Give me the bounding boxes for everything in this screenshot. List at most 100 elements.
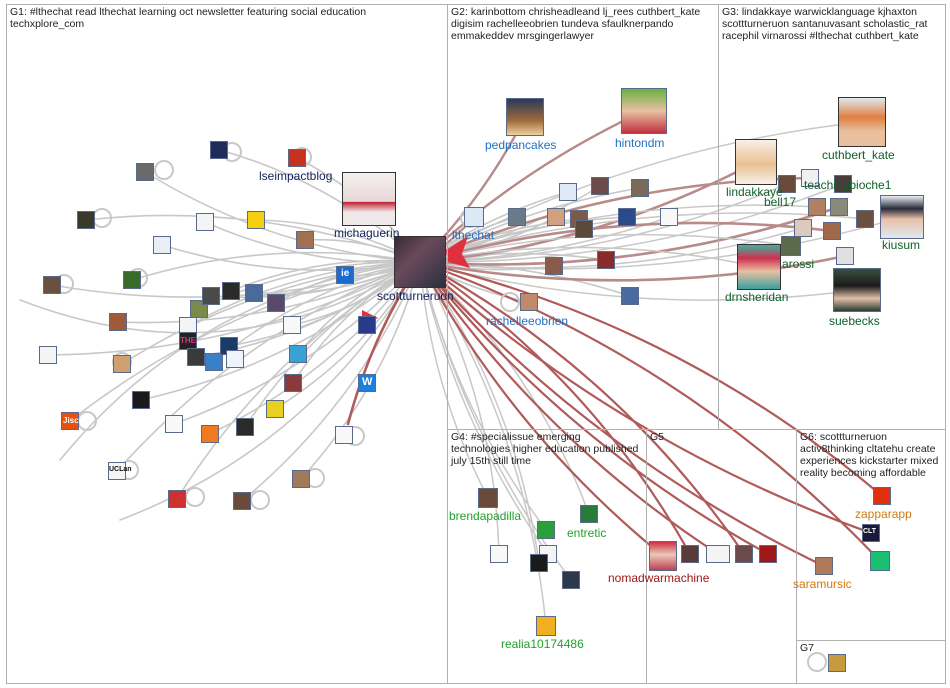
node-g3-c[interactable] xyxy=(834,175,852,193)
node-g3-i[interactable] xyxy=(836,247,854,265)
node-scottturneruon-avatar[interactable] xyxy=(394,236,446,288)
node-g3-g[interactable] xyxy=(794,219,812,237)
node-g1-w[interactable] xyxy=(358,316,376,334)
node-g5-b[interactable] xyxy=(706,545,730,563)
node-g5-a[interactable] xyxy=(681,545,699,563)
node-g2-a[interactable] xyxy=(508,208,526,226)
node-g1-x[interactable] xyxy=(39,346,57,364)
node-g4-e[interactable] xyxy=(562,571,580,589)
node-g1-z[interactable] xyxy=(132,391,150,409)
node-at-icon[interactable] xyxy=(336,266,354,284)
node-g1-m[interactable] xyxy=(222,282,240,300)
edge-low-15 xyxy=(418,260,882,563)
edge-g1-33 xyxy=(241,261,421,502)
edge-low-1 xyxy=(419,261,590,515)
node-brendapadilla-avatar[interactable] xyxy=(478,488,498,508)
node-g2-e[interactable] xyxy=(618,208,636,226)
node-arossi-avatar[interactable] xyxy=(781,236,801,256)
node-g6-a[interactable] xyxy=(870,551,890,571)
node-g1-ae[interactable] xyxy=(201,425,219,443)
label-hintondm: hintondm xyxy=(615,136,665,150)
node-g1-d[interactable] xyxy=(196,213,214,231)
node-g2-j[interactable] xyxy=(545,257,563,275)
node-cuthbert_kate-avatar[interactable] xyxy=(838,97,886,147)
node-drnsheridan-avatar[interactable] xyxy=(737,244,781,290)
node-g1-ah[interactable] xyxy=(168,490,186,508)
node-wonkhe-icon[interactable] xyxy=(358,374,376,392)
node-g1-r[interactable] xyxy=(187,348,205,366)
node-g1-c[interactable] xyxy=(77,211,95,229)
node-g2-d[interactable] xyxy=(575,220,593,238)
node-hintondm-avatar[interactable] xyxy=(621,88,667,134)
group-panel-g7: G7 xyxy=(796,640,946,684)
node-g1-v[interactable] xyxy=(289,345,307,363)
node-g1-j[interactable] xyxy=(109,313,127,331)
node-g2-h[interactable] xyxy=(591,177,609,195)
label-cuthbert_kate: cuthbert_kate xyxy=(822,148,895,162)
node-g4-a[interactable] xyxy=(537,521,555,539)
node-realia10174486-avatar[interactable] xyxy=(536,616,556,636)
group-panel-g6: G6: scottturneruon activ8thinking cltate… xyxy=(796,429,946,641)
node-g2-b[interactable] xyxy=(547,208,565,226)
node-clt-icon[interactable] xyxy=(862,524,880,542)
node-g1-ad[interactable] xyxy=(236,418,254,436)
node-saramursic-avatar[interactable] xyxy=(815,557,833,575)
node-lseimpactblog-avatar[interactable] xyxy=(288,149,306,167)
node-g1-k[interactable] xyxy=(190,300,208,318)
node-g1-g[interactable] xyxy=(296,231,314,249)
node-g2-i[interactable] xyxy=(631,179,649,197)
node-jisc-icon[interactable] xyxy=(61,412,79,430)
node-g1-af[interactable] xyxy=(335,426,353,444)
node-g1-ac[interactable] xyxy=(165,415,183,433)
node-rachelleeobrien-avatar[interactable] xyxy=(520,293,538,311)
clt-icon-text: CLT xyxy=(863,528,877,535)
node-pedpancakes-avatar[interactable] xyxy=(506,98,544,136)
node-lthechat-avatar[interactable] xyxy=(464,207,484,227)
node-g1-b[interactable] xyxy=(136,163,154,181)
node-g1-p[interactable] xyxy=(283,316,301,334)
node-g1-n[interactable] xyxy=(245,284,263,302)
node-g3-b[interactable] xyxy=(801,169,819,187)
node-g1-i[interactable] xyxy=(123,271,141,289)
label-lthechat: lthechat xyxy=(452,228,495,242)
node-g3-f[interactable] xyxy=(856,210,874,228)
node-g1-s[interactable] xyxy=(205,353,223,371)
node-g1-ai[interactable] xyxy=(233,492,251,510)
node-g4-d[interactable] xyxy=(530,554,548,572)
node-michaguerin-avatar[interactable] xyxy=(342,172,396,226)
node-g2-f[interactable] xyxy=(660,208,678,226)
self-loop-0 xyxy=(154,160,174,180)
node-g1-f[interactable] xyxy=(153,236,171,254)
node-g3-d[interactable] xyxy=(808,198,826,216)
node-nomadwarmachine-avatar[interactable] xyxy=(649,541,677,571)
node-uclan-icon[interactable] xyxy=(108,462,126,480)
node-g3-h[interactable] xyxy=(823,222,841,240)
node-entretic-avatar[interactable] xyxy=(580,505,598,523)
node-g3-a[interactable] xyxy=(778,175,796,193)
node-g4-b[interactable] xyxy=(490,545,508,563)
node-g3-e[interactable] xyxy=(830,198,848,216)
node-lindakkaye-avatar[interactable] xyxy=(735,139,777,185)
node-g1-u[interactable] xyxy=(226,350,244,368)
node-suebecks-avatar[interactable] xyxy=(833,268,881,312)
node-g5-d[interactable] xyxy=(759,545,777,563)
node-g2-g[interactable] xyxy=(559,183,577,201)
node-g1-y[interactable] xyxy=(113,355,131,373)
node-g7-a[interactable] xyxy=(828,654,846,672)
node-g1-ag[interactable] xyxy=(292,470,310,488)
node-kiusum-avatar[interactable] xyxy=(880,195,924,239)
node-g5-c[interactable] xyxy=(735,545,753,563)
node-g1-a[interactable] xyxy=(210,141,228,159)
node-g1-o[interactable] xyxy=(267,294,285,312)
node-g2-k[interactable] xyxy=(597,251,615,269)
node-g1-h[interactable] xyxy=(43,276,61,294)
node-g1-l[interactable] xyxy=(202,287,220,305)
group-title-g1: G1: #lthechat read lthechat learning oct… xyxy=(10,6,367,30)
node-g1-aa[interactable] xyxy=(284,374,302,392)
node-g2-l[interactable] xyxy=(621,287,639,305)
node-zapparapp-avatar[interactable] xyxy=(873,487,891,505)
node-g1-ab[interactable] xyxy=(266,400,284,418)
label-zapparapp: zapparapp xyxy=(855,507,912,521)
node-g1-e[interactable] xyxy=(247,211,265,229)
label-brendapadilla: brendapadilla xyxy=(449,509,522,523)
